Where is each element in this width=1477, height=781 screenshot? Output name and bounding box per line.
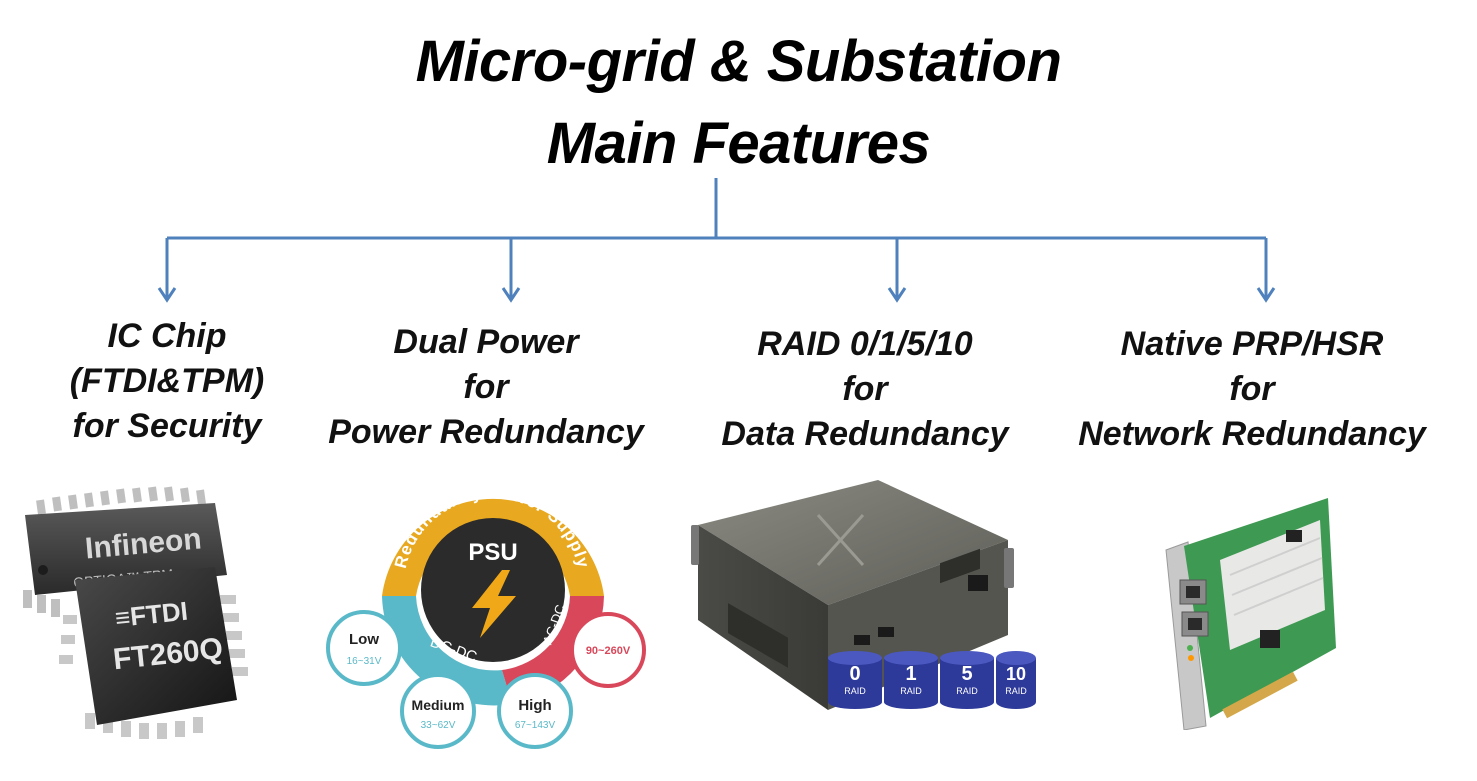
raid-disk-10: 10 RAID [996,651,1036,709]
feature-line: (FTDI&TPM) [69,362,265,400]
option-medium-range: 33~62V [421,720,456,731]
connector-tree [157,178,1276,303]
feature-line: for Security [72,407,262,445]
option-high-range: 67~143V [515,720,556,731]
raid-sub-10: RAID [1005,686,1027,696]
lightning-bolt-icon [472,570,516,638]
option-ac: 90~260V [570,612,646,688]
feature-dual-power: Dual Power for Power Redundancy [300,320,672,455]
ftdi-brand-text: FTDI [129,596,190,632]
feature-line: Native PRP/HSR [1120,325,1384,363]
feature-line: Data Redundancy [721,415,1009,453]
feature-prp-hsr: Native PRP/HSR for Network Redundancy [1052,322,1452,457]
ring-segment-gold [382,498,604,596]
feature-line: Dual Power [393,323,579,361]
server-side [698,525,828,710]
option-high-name: High [518,697,551,714]
rack-server-image: 0 RAID 1 RAID 5 RAID 10 RAID [691,480,1036,710]
raid-sub-1: RAID [900,686,922,696]
raid-level-10: 10 [1006,664,1026,684]
arrow-head-1 [157,287,177,303]
feature-line: Network Redundancy [1078,415,1426,453]
arrow-head-4 [1256,287,1276,303]
feature-line: for [1229,370,1275,408]
feature-line: RAID 0/1/5/10 [757,325,973,363]
psu-center-label: PSU [468,539,517,566]
feature-ic-chip: IC Chip (FTDI&TPM) for Security [17,314,317,449]
ic-chips-image: Infineon OPTIGA™ TPM ≡FTDI FT260Q [23,486,248,739]
option-low-name: Low [349,631,379,648]
raid-sub-5: RAID [956,686,978,696]
arrow-head-3 [887,287,907,303]
raid-level-5: 5 [961,663,972,685]
feature-line: for [463,368,509,406]
arrow-head-2 [501,287,521,303]
server-top [698,480,1008,605]
raid-disk-1: 1 RAID [884,651,938,709]
option-ac-range: 90~260V [586,645,631,657]
option-high: High 67~143V [497,673,573,749]
feature-line: Power Redundancy [328,413,644,451]
raid-level-1: 1 [905,663,916,685]
feature-raid: RAID 0/1/5/10 for Data Redundancy [690,322,1040,457]
diagram-title-line-1: Micro-grid & Substation [415,29,1062,94]
raid-disks: 0 RAID 1 RAID 5 RAID 10 RAID [828,651,1036,709]
feature-line: IC Chip [107,317,227,355]
raid-disk-5: 5 RAID [940,651,994,709]
ring-segment-teal [382,596,512,706]
card-heatsink [1220,520,1325,650]
option-medium-name: Medium [412,697,465,713]
option-low-range: 16~31V [347,656,382,667]
diagram-title-line-2: Main Features [546,111,931,176]
network-card-image [1165,498,1336,730]
server-logo [816,513,865,567]
raid-disk-0: 0 RAID [828,651,882,709]
feature-line: for [842,370,888,408]
raid-level-0: 0 [849,663,860,685]
raid-sub-0: RAID [844,686,866,696]
option-medium: Medium 33~62V [400,673,476,749]
psu-diagram-image: Redundancy Power Supply PSU DC-DC AC-DC … [326,483,646,749]
pcie-edge [1222,671,1298,719]
option-low: Low 16~31V [326,610,402,686]
ftdi-brand: ≡FTDI [114,596,190,633]
